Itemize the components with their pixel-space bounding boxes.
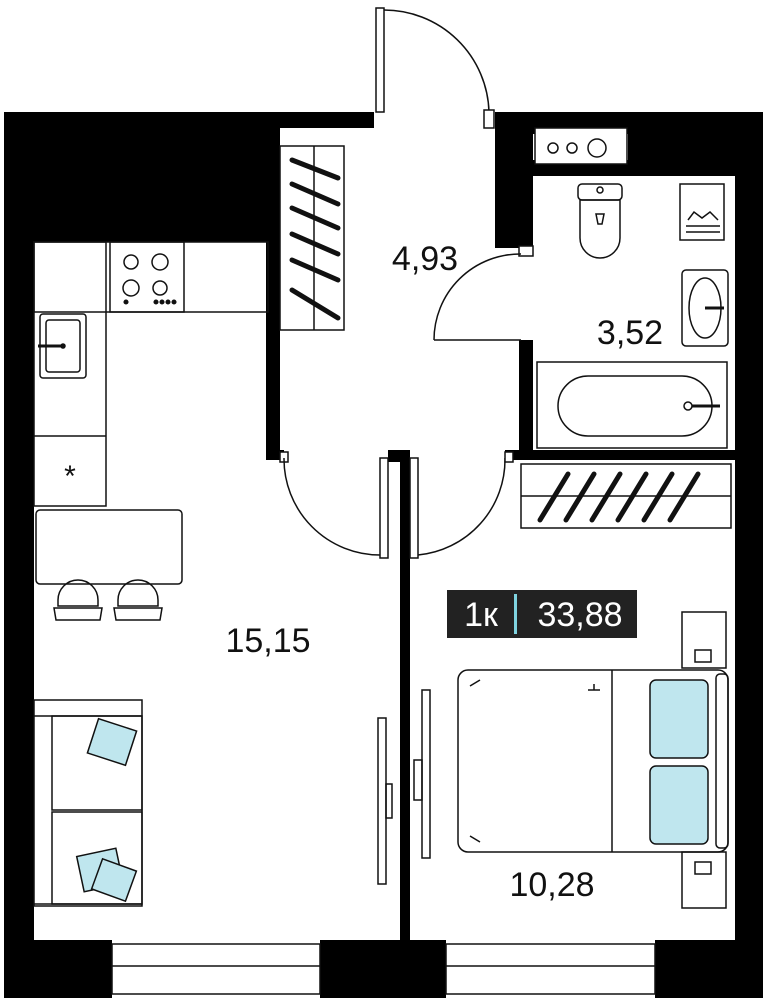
- toilet: [577, 183, 623, 259]
- window-living: [111, 943, 321, 995]
- kitchen-counter-left: [33, 241, 107, 507]
- wall-center-stub: [388, 450, 410, 462]
- wall-hall-right: [495, 128, 521, 248]
- hall-wardrobe: [279, 145, 345, 331]
- bathtub: [536, 361, 728, 449]
- living-door: [279, 451, 389, 559]
- kitchen-sink: [38, 313, 87, 379]
- summary-badge-bg: [447, 590, 637, 638]
- window-bedroom: [445, 943, 656, 995]
- area-kitchen-living: 15,15: [225, 622, 310, 660]
- wall-hall-bottom-left: [266, 450, 284, 460]
- kitchen: [33, 241, 269, 621]
- wall-right: [735, 112, 763, 998]
- wall-hall-bottom-right: [505, 450, 527, 460]
- wall-bottom-mid: [320, 940, 446, 998]
- total-area: 33,88: [537, 596, 622, 634]
- fridge-symbol: *: [64, 460, 76, 493]
- wall-center: [400, 452, 410, 942]
- bathroom-fixtures: [534, 127, 729, 449]
- bedroom-door: [409, 451, 514, 559]
- summary-badge: 1к 33,88: [447, 590, 637, 638]
- area-hall: 4,93: [392, 240, 458, 278]
- wall-hall-left: [266, 128, 280, 458]
- dining-chairs: [53, 579, 163, 621]
- stove: [109, 241, 185, 313]
- pillows: [649, 679, 709, 845]
- wall-bath-bottom: [519, 450, 735, 460]
- washbasin: [681, 269, 729, 347]
- meter-box: [534, 127, 628, 165]
- entrance-door: [375, 7, 495, 129]
- dining-table: [35, 509, 183, 585]
- wall-hall-right-lower: [519, 340, 533, 458]
- doors: [279, 7, 534, 559]
- kitchen-counter-top: [33, 241, 269, 313]
- area-bathroom: 3,52: [597, 314, 663, 352]
- bedroom-furniture: [457, 611, 729, 909]
- area-bedroom: 10,28: [509, 866, 594, 904]
- wall-block-top-left: [4, 112, 272, 242]
- tv-units: [377, 689, 431, 885]
- walls: [4, 112, 763, 998]
- bedroom-hangers: [537, 471, 701, 523]
- sofa: [33, 699, 143, 907]
- windows: [111, 943, 656, 995]
- hangers: [289, 157, 341, 321]
- bathroom-door: [433, 245, 534, 341]
- bed: [457, 669, 729, 853]
- wall-bath-inner-top: [519, 128, 533, 248]
- bedside-table-bottom: [681, 851, 727, 909]
- apartment-type: 1к: [464, 596, 499, 634]
- wall-bottom-left: [4, 940, 112, 998]
- bedroom-wardrobe: [520, 463, 732, 529]
- sofa-cushions: [75, 717, 138, 903]
- summary-badge-divider: [514, 594, 517, 634]
- wall-left: [4, 112, 34, 998]
- bedside-table-top: [681, 611, 727, 669]
- wall-bottom-right: [655, 940, 763, 998]
- towel-rail: [679, 183, 725, 241]
